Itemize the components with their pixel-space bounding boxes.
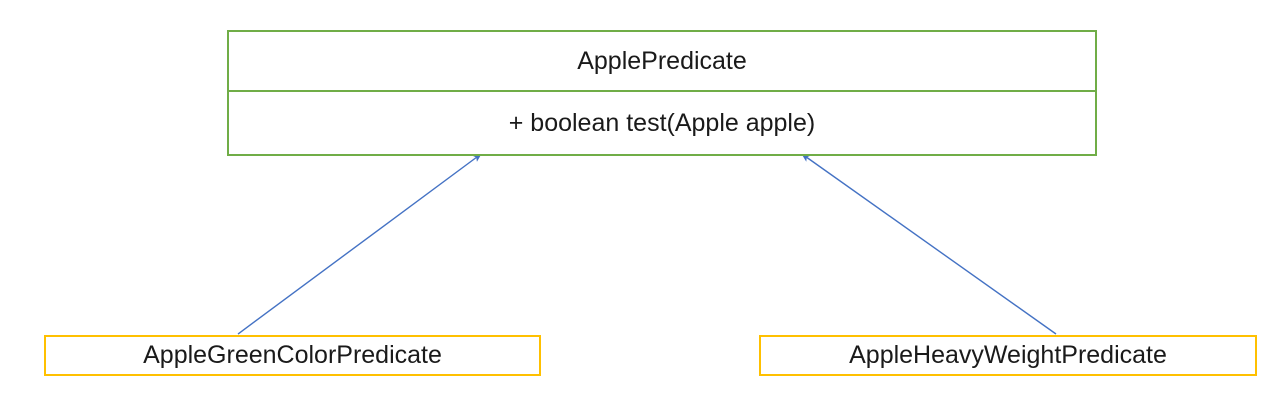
interface-name-compartment: ApplePredicate xyxy=(229,32,1095,92)
interface-name-label: ApplePredicate xyxy=(577,46,747,75)
implementation-name-compartment-green-color: AppleGreenColorPredicate xyxy=(46,337,539,374)
interface-method-compartment: + boolean test(Apple apple) xyxy=(229,92,1095,154)
implementation-class-box-heavy-weight[interactable]: AppleHeavyWeightPredicate xyxy=(759,335,1257,376)
implementation-name-label-green-color: AppleGreenColorPredicate xyxy=(143,341,442,369)
heavy-weight-realization-arrow xyxy=(801,153,1057,335)
interface-class-box[interactable]: ApplePredicate + boolean test(Apple appl… xyxy=(227,30,1097,156)
interface-method-label: + boolean test(Apple apple) xyxy=(508,108,816,137)
implementation-name-label-heavy-weight: AppleHeavyWeightPredicate xyxy=(849,341,1167,369)
implementation-name-compartment-heavy-weight: AppleHeavyWeightPredicate xyxy=(761,337,1255,374)
green-color-realization-arrow xyxy=(237,153,482,335)
implementation-class-box-green-color[interactable]: AppleGreenColorPredicate xyxy=(44,335,541,376)
